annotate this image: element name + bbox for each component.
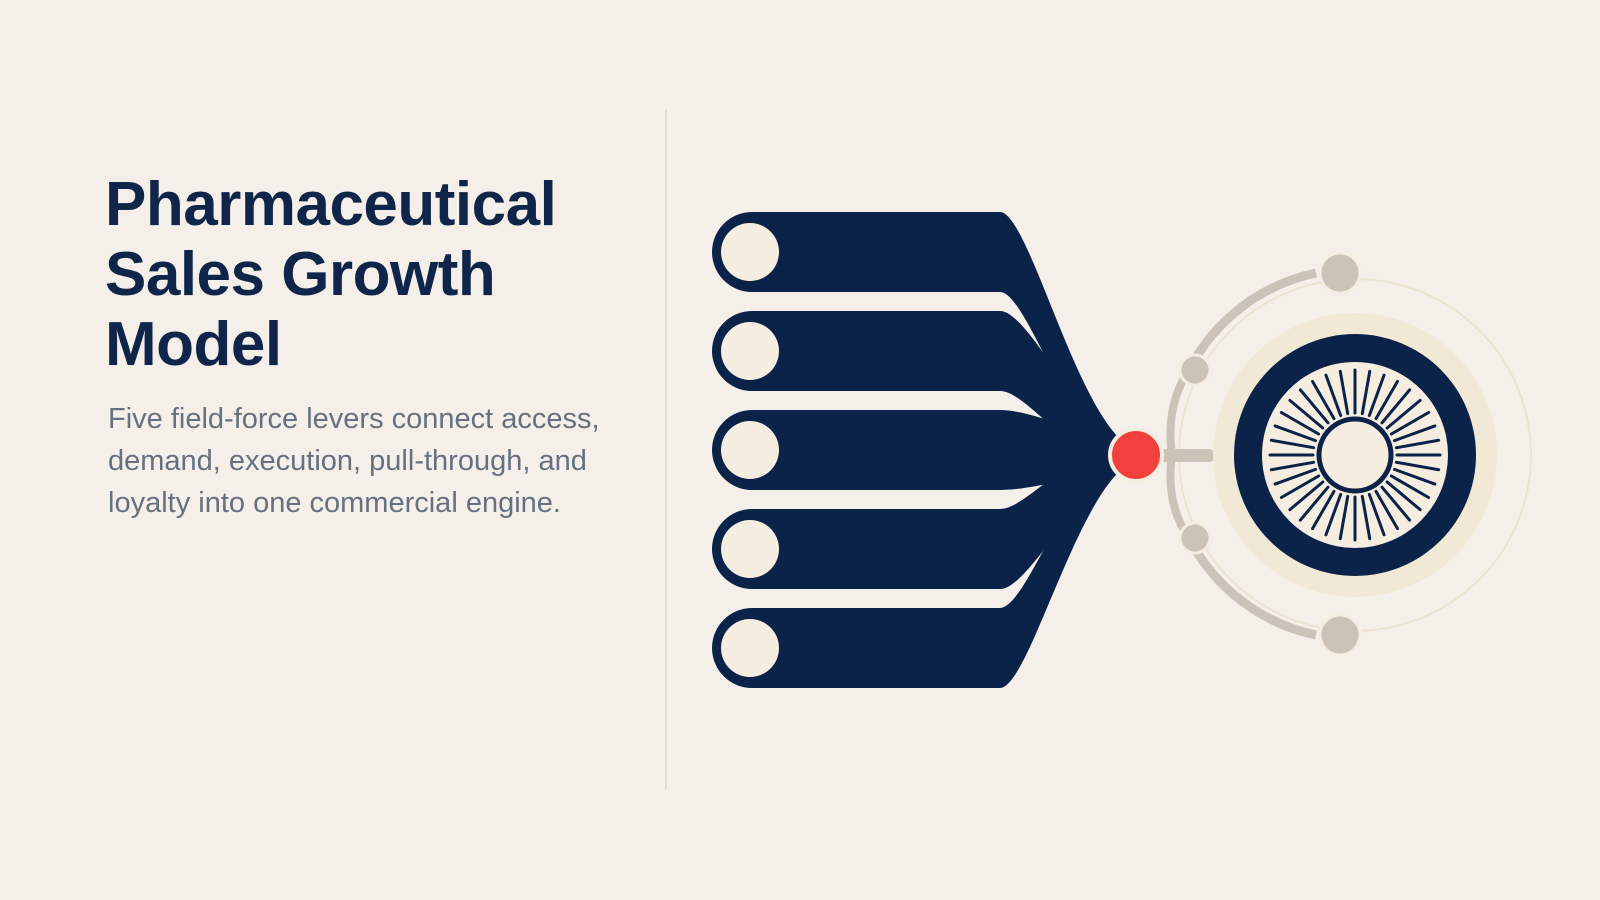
convergence-point	[1108, 427, 1164, 483]
hub-spoke	[1269, 438, 1316, 450]
lever-node-execution	[721, 421, 779, 479]
orbit-node-upper	[1178, 353, 1212, 387]
lever-band-access	[712, 212, 1136, 462]
orbit-node-top	[1318, 251, 1362, 295]
hub-spoke	[1360, 369, 1372, 416]
hub-spoke	[1360, 494, 1372, 541]
slide-title: Pharmaceutical Sales Growth Model	[105, 170, 557, 379]
hub-spoke	[1288, 480, 1325, 512]
hub-spoke	[1389, 474, 1431, 499]
hub-spoke	[1311, 489, 1336, 531]
slide-subtitle: Five field-force levers connect access, …	[108, 403, 600, 519]
hub-spoke	[1279, 474, 1321, 499]
orbit-arc-lower	[1186, 537, 1317, 640]
lever-band-demand	[712, 311, 1136, 463]
hub-spoke	[1394, 460, 1441, 472]
hub-spoke	[1367, 492, 1386, 537]
hub-spoke	[1385, 398, 1422, 430]
hub-spoke	[1374, 489, 1399, 531]
lever-node-loyalty	[721, 619, 779, 677]
hub-spoke	[1392, 467, 1437, 486]
engine-hub	[1213, 313, 1497, 597]
section-divider	[665, 110, 667, 790]
hub-spoke	[1374, 379, 1399, 421]
hub-spoke	[1288, 398, 1325, 430]
hub-spoke	[1394, 438, 1441, 450]
hub-spoke	[1298, 485, 1330, 522]
hub-spoke	[1269, 460, 1316, 472]
hub-spoke	[1273, 424, 1318, 443]
hub-spoke	[1273, 467, 1318, 486]
lever-node-demand	[721, 322, 779, 380]
hub-spoke	[1389, 411, 1431, 436]
hub-spoke	[1279, 411, 1321, 436]
lever-node-access	[721, 223, 779, 281]
hub-spoke	[1392, 424, 1437, 443]
hub-spoke	[1385, 480, 1422, 512]
hub-spoke	[1338, 369, 1350, 416]
orbit-arc-upper	[1186, 268, 1317, 371]
lever-node-pull-through	[721, 520, 779, 578]
hub-inner-ring	[1316, 416, 1394, 494]
lever-group	[712, 212, 1136, 688]
lever-band-loyalty	[712, 447, 1136, 688]
hub-spoke	[1324, 492, 1343, 537]
hub-spoke	[1324, 373, 1343, 418]
hub-spoke	[1311, 379, 1336, 421]
hub-spoke	[1338, 494, 1350, 541]
hub-spokes	[1268, 368, 1442, 542]
lever-band-pull-through	[712, 446, 1136, 589]
hub-spoke	[1298, 388, 1330, 425]
hub-spoke	[1380, 485, 1412, 522]
orbit-node-lower	[1178, 521, 1212, 555]
lever-band-execution	[712, 410, 1136, 490]
orbit-node-bottom	[1318, 613, 1362, 657]
hub-spoke	[1380, 388, 1412, 425]
hub-spoke	[1367, 373, 1386, 418]
